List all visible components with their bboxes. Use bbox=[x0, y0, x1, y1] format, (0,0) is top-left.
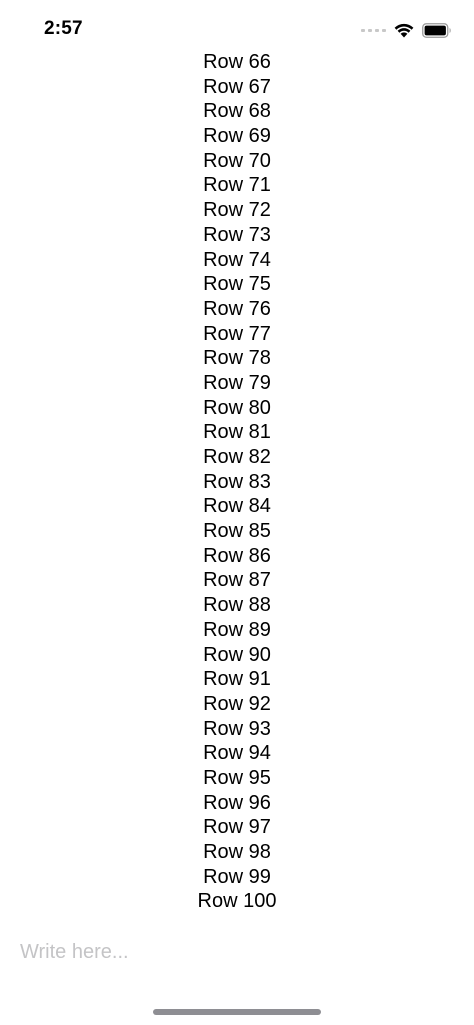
list-item: Row 86 bbox=[203, 544, 271, 567]
signal-dots-icon bbox=[361, 28, 386, 32]
list-item: Row 68 bbox=[203, 100, 271, 123]
list-item: Row 90 bbox=[203, 643, 271, 666]
list-item: Row 84 bbox=[203, 495, 271, 518]
list-item: Row 89 bbox=[203, 618, 271, 641]
list-item: Row 93 bbox=[203, 717, 271, 740]
list-item: Row 74 bbox=[203, 248, 271, 271]
list-item: Row 100 bbox=[197, 890, 277, 913]
list-item: Row 79 bbox=[203, 371, 271, 394]
list-item: Row 83 bbox=[203, 470, 271, 493]
list-item: Row 75 bbox=[203, 273, 271, 296]
list-item: Row 67 bbox=[203, 75, 271, 98]
list-item: Row 96 bbox=[203, 791, 271, 814]
list-item: Row 82 bbox=[203, 446, 271, 468]
list-item: Row 91 bbox=[203, 668, 271, 691]
write-here-input[interactable] bbox=[20, 936, 454, 968]
list-item: Row 70 bbox=[203, 149, 271, 172]
list-item: Row 73 bbox=[203, 223, 271, 246]
list-item: Row 66 bbox=[203, 51, 271, 73]
status-time: 2:57 bbox=[44, 18, 83, 39]
list-item: Row 88 bbox=[203, 594, 271, 617]
list-item: Row 87 bbox=[203, 569, 271, 592]
list-item: Row 78 bbox=[203, 347, 271, 370]
list-item: Row 71 bbox=[203, 174, 271, 197]
list-item: Row 77 bbox=[203, 322, 271, 345]
wifi-icon bbox=[394, 23, 414, 37]
status-icons bbox=[361, 20, 452, 40]
list-item: Row 81 bbox=[203, 421, 271, 444]
list-item: Row 99 bbox=[203, 865, 271, 888]
text-input-container bbox=[20, 936, 454, 968]
list-item: Row 80 bbox=[203, 396, 271, 419]
list-item: Row 94 bbox=[203, 742, 271, 765]
status-bar: 2:57 bbox=[0, 0, 474, 60]
list-item: Row 76 bbox=[203, 297, 271, 320]
list-item: Row 85 bbox=[203, 520, 271, 543]
list-item: Row 95 bbox=[203, 766, 271, 789]
list-item: Row 69 bbox=[203, 125, 271, 148]
battery-icon bbox=[422, 22, 451, 38]
list-item: Row 92 bbox=[203, 692, 271, 715]
list-item: Row 97 bbox=[203, 816, 271, 839]
list-item: Row 98 bbox=[203, 841, 271, 863]
list-item: Row 72 bbox=[203, 199, 271, 222]
home-indicator[interactable] bbox=[153, 1009, 321, 1015]
